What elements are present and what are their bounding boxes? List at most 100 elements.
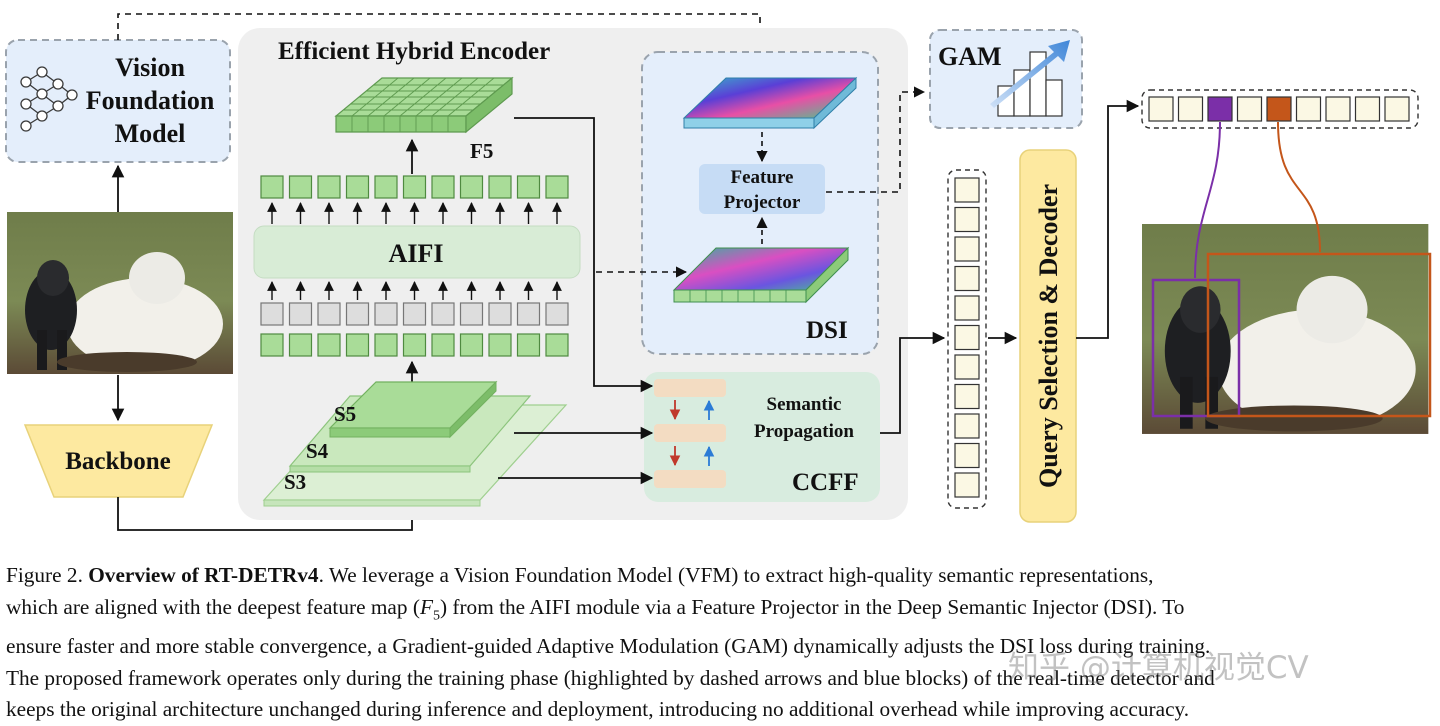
encoder-token bbox=[954, 206, 980, 233]
dsi-label: DSI bbox=[806, 317, 848, 344]
caption-text-2a: which are aligned with the deepest featu… bbox=[6, 594, 420, 619]
encoder-token bbox=[954, 177, 980, 203]
vfm-label-line3: Model bbox=[115, 119, 186, 148]
flattened-token bbox=[260, 302, 284, 326]
ccff-block-mid bbox=[654, 424, 726, 442]
caption-text-2b: ) from the AIFI module via a Feature Pro… bbox=[439, 594, 1185, 619]
output-token bbox=[345, 175, 370, 199]
ccff-block-bottom bbox=[654, 470, 726, 488]
aifi-label: AIFI bbox=[389, 239, 444, 268]
feature-projector-block bbox=[699, 164, 825, 214]
f5-label: F5 bbox=[470, 139, 493, 163]
ccff-to-tokens-arrow bbox=[880, 331, 946, 434]
query-to-lamb-link bbox=[1194, 121, 1221, 279]
output-token bbox=[260, 175, 284, 199]
caption-text-1: . We leverage a Vision Foundation Model … bbox=[318, 563, 1154, 587]
caption-f-symbol: F bbox=[419, 594, 433, 619]
flattened-token bbox=[488, 302, 512, 326]
caption-line-2: which are aligned with the deepest featu… bbox=[6, 592, 1436, 632]
query-token bbox=[1354, 96, 1381, 122]
encoder-token bbox=[954, 383, 980, 410]
s5-token bbox=[431, 333, 455, 357]
query-token bbox=[1207, 96, 1233, 122]
encoder-token bbox=[954, 295, 980, 321]
figure-caption: Figure 2. Overview of RT-DETRv4. We leve… bbox=[6, 560, 1436, 726]
flattened-token bbox=[374, 302, 398, 326]
output-queries bbox=[1148, 96, 1410, 122]
output-token bbox=[488, 175, 512, 199]
ccff-block-top bbox=[654, 379, 726, 397]
caption-title: Overview of RT-DETRv4 bbox=[88, 563, 319, 587]
flattened-token bbox=[288, 302, 313, 326]
encoder-token bbox=[954, 354, 980, 380]
output-token bbox=[288, 175, 313, 199]
encoder-token bbox=[954, 442, 980, 469]
s5-token bbox=[260, 333, 284, 357]
encoder-token bbox=[954, 472, 980, 498]
s5-token bbox=[516, 333, 541, 357]
s5-token bbox=[317, 333, 341, 357]
encoder-token bbox=[954, 413, 980, 439]
s4-label: S4 bbox=[306, 439, 329, 463]
caption-f-subscript: 5 bbox=[432, 607, 440, 623]
vfm-label-line1: Vision bbox=[115, 53, 185, 82]
flattened-token bbox=[545, 302, 569, 326]
query-token bbox=[1236, 96, 1263, 122]
query-token bbox=[1266, 96, 1292, 122]
flattened-token bbox=[516, 302, 541, 326]
flattened-token bbox=[459, 302, 484, 326]
ccff-label: CCFF bbox=[792, 469, 859, 496]
query-token bbox=[1384, 96, 1410, 122]
s5-token bbox=[345, 333, 370, 357]
projector-to-gam-dashed-arrow bbox=[826, 86, 926, 193]
output-token bbox=[516, 175, 541, 199]
query-token bbox=[1177, 96, 1204, 122]
architecture-diagram: Vision Foundation Model Backbone Efficie… bbox=[5, 13, 1432, 531]
aifi-block bbox=[253, 225, 581, 279]
query-selection-decoder-block bbox=[1019, 149, 1077, 523]
output-token bbox=[317, 175, 341, 199]
s5-tokens bbox=[260, 333, 569, 357]
f5-feature-grid bbox=[334, 76, 514, 134]
aifi-input-arrows bbox=[267, 281, 562, 300]
caption-line-4: The proposed framework operates only dur… bbox=[6, 665, 1215, 690]
decoder-label: Query Selection & Decoder bbox=[1034, 184, 1063, 488]
s5-token bbox=[488, 333, 512, 357]
neural-network-icon bbox=[20, 66, 78, 132]
s5-label: S5 bbox=[334, 402, 356, 426]
feature-projector-line1: Feature bbox=[731, 167, 794, 188]
s5-token bbox=[545, 333, 569, 357]
input-image bbox=[7, 212, 233, 374]
aifi-feature-map bbox=[672, 246, 850, 304]
aifi-output-arrows bbox=[267, 202, 562, 224]
flattened-token bbox=[317, 302, 341, 326]
vfm-label-line2: Foundation bbox=[86, 86, 215, 115]
output-image bbox=[1142, 224, 1429, 434]
backbone-block bbox=[23, 424, 214, 498]
encoder-output-tokens bbox=[954, 177, 980, 498]
feature-projector-line2: Projector bbox=[724, 192, 801, 213]
s5-token bbox=[288, 333, 313, 357]
semantic-propagation-line2: Propagation bbox=[754, 421, 854, 442]
encoder-token bbox=[954, 265, 980, 292]
encoder-token bbox=[954, 236, 980, 262]
output-token bbox=[545, 175, 569, 199]
caption-line-3: ensure faster and more stable convergenc… bbox=[6, 634, 1211, 659]
encoder-token bbox=[954, 324, 980, 351]
output-token bbox=[402, 175, 427, 199]
decoder-to-queries-arrow bbox=[1076, 99, 1140, 339]
query-token bbox=[1325, 96, 1351, 122]
query-token bbox=[1295, 96, 1322, 122]
encoder-title: Efficient Hybrid Encoder bbox=[278, 38, 550, 65]
flattened-token bbox=[345, 302, 370, 326]
semantic-propagation-line1: Semantic bbox=[767, 394, 842, 415]
detection-box-lamb bbox=[1151, 278, 1241, 418]
query-token bbox=[1148, 96, 1174, 122]
bar-chart-icon bbox=[990, 40, 1070, 117]
caption-line-5: keeps the original architecture unchange… bbox=[6, 697, 1190, 722]
output-token bbox=[431, 175, 455, 199]
flattened-tokens bbox=[260, 302, 569, 326]
backbone-label: Backbone bbox=[65, 448, 171, 475]
s5-token bbox=[402, 333, 427, 357]
gam-label: GAM bbox=[938, 42, 1002, 71]
